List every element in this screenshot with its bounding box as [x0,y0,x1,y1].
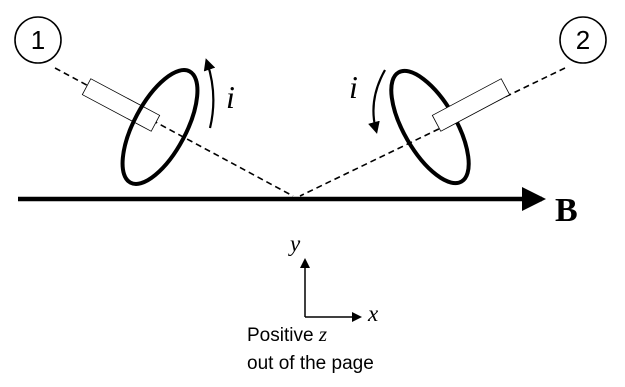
x-axis-arrowhead [352,312,362,322]
loop-2-coil [389,68,471,186]
current-label-loop-2: i [349,69,358,105]
coordinate-axes [300,258,362,322]
caption-line-2: out of the page [247,353,374,374]
loop-1-number: 1 [31,25,45,55]
loop-1 [81,68,200,186]
axis-caption: Positive z out of the page [247,320,397,378]
loop-2-handle [431,78,511,132]
current-arrow-loop-1 [203,58,216,129]
current-arrow-loop-2 [368,69,386,134]
axis-label-y: y [288,231,301,256]
axis-label-x: x [367,301,379,326]
current-label-loop-1: i [226,79,235,115]
loop-2-number: 2 [576,25,590,55]
caption-z: z [318,322,327,346]
dashed-normal-line-2 [299,67,566,197]
magnetic-field-arrowhead [522,187,546,211]
loop-1-coil [120,68,200,186]
loop-1-handle [81,78,161,132]
loop-2 [389,68,511,186]
caption-line-1: Positive z [247,320,397,350]
caption-prefix: Positive [247,325,319,346]
loop-2-number-circle [559,16,607,64]
y-axis-arrowhead [300,258,310,268]
magnetic-field-label: B [555,192,578,229]
loop-1-number-circle [14,16,62,64]
